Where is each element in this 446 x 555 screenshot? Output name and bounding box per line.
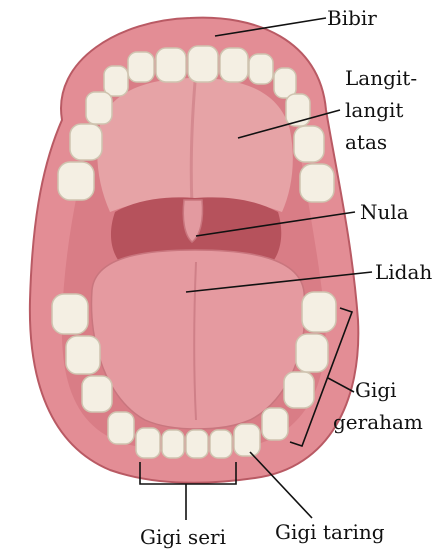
label-langit-line2: langit — [345, 98, 403, 122]
label-gigi-seri: Gigi seri — [140, 525, 226, 549]
label-geraham-line2: geraham — [333, 410, 423, 434]
label-lidah: Lidah — [375, 260, 432, 284]
tongue — [91, 250, 305, 429]
label-bibir: Bibir — [327, 6, 377, 30]
label-langit-line1: Langit- — [345, 66, 417, 90]
label-geraham-line1: Gigi — [355, 378, 397, 402]
label-nula: Nula — [360, 200, 409, 224]
label-gigi-taring: Gigi taring — [275, 520, 385, 544]
label-langit-line3: atas — [345, 130, 387, 154]
